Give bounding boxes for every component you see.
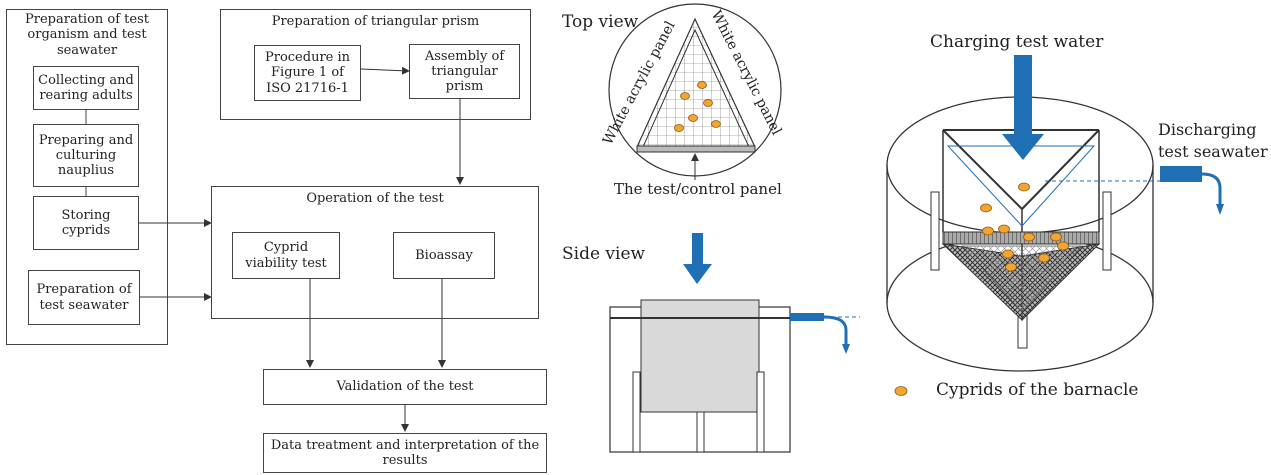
preparing-box: Preparing and culturing nauplius	[33, 124, 139, 187]
assembly-box: Assembly of triangular prism	[409, 44, 520, 99]
top-view-title: Top view	[562, 12, 639, 32]
legend-cyprid-marker	[894, 386, 908, 396]
charging-label: Charging test water	[930, 32, 1104, 52]
charging-arrow	[1014, 55, 1032, 135]
validation-box: Validation of the test	[263, 369, 547, 405]
data-treatment-box: Data treatment and interpretation of the…	[263, 433, 547, 473]
prep-seawater-box: Preparation of test seawater	[28, 270, 140, 325]
bioassay-box: Bioassay	[393, 232, 495, 279]
perspective-cyprids	[980, 182, 1069, 272]
top-view-cyprids	[674, 81, 721, 132]
operation-frame	[211, 186, 539, 319]
side-view-title: Side view	[562, 244, 646, 264]
side-outlet-pipe	[790, 313, 824, 321]
procedure-box: Procedure in Figure 1 of ISO 21716-1	[254, 45, 361, 101]
prep-organism-frame	[6, 9, 168, 345]
test-control-panel	[636, 145, 756, 153]
side-charging-arrow	[692, 233, 703, 265]
test-control-label: The test/control panel	[614, 180, 782, 198]
storing-box: Storing cyprids	[33, 196, 139, 250]
discharging-label-2: test seawater	[1158, 142, 1268, 161]
discharge-pipe	[1160, 166, 1202, 182]
prism-prep-frame	[220, 9, 531, 120]
top-view-grid	[637, 19, 755, 147]
collecting-box: Collecting and rearing adults	[33, 66, 139, 110]
prism-prep-title: Preparation of triangular prism	[271, 14, 480, 29]
prep-organism-title: Preparation of test organism and test se…	[25, 12, 149, 58]
discharging-label-1: Discharging	[1158, 120, 1257, 139]
legend-label: Cyprids of the barnacle	[936, 380, 1139, 400]
operation-title: Operation of the test	[306, 191, 444, 206]
viability-box: Cyprid viability test	[232, 232, 340, 279]
